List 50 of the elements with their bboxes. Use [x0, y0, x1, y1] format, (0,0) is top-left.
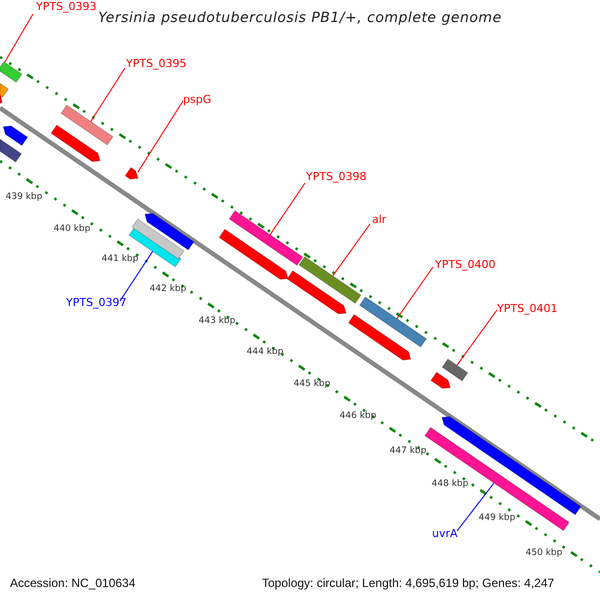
scale-label: 440 kbp — [54, 225, 90, 234]
gene-label: alr — [372, 214, 386, 225]
footer-text: Topology: circular; Length: 4,695,619 bp; Genes: 4,247 — [262, 577, 554, 589]
gene-feature — [442, 358, 468, 382]
scale-label: 449 kbp — [478, 514, 516, 523]
footer-text: Accession: NC_010634 — [10, 577, 136, 589]
leader-line — [120, 250, 154, 302]
scale-label: 447 kbp — [390, 447, 426, 456]
leader-line — [456, 310, 498, 366]
gene-feature — [348, 314, 412, 361]
scale-label: 439 kbp — [6, 193, 42, 202]
gene-label: YPTS_0398 — [306, 171, 367, 182]
gene-feature — [430, 372, 451, 389]
scale-label: 450 kbp — [526, 549, 562, 558]
title: Yersinia pseudotuberculosis PB1/+, complete genome — [97, 10, 503, 26]
gene-feature — [144, 212, 194, 250]
gene-feature — [0, 94, 3, 104]
gene-feature — [124, 166, 139, 180]
scale-label: 444 kbp — [246, 348, 284, 357]
scale-label: 441 kbp — [102, 255, 138, 264]
gene-label: YPTS_0397 — [66, 297, 127, 308]
gene-feature — [218, 228, 289, 280]
gene-feature — [298, 256, 362, 304]
leader-line — [332, 224, 370, 276]
gene-feature — [286, 270, 347, 314]
gene-label: YPTS_0401 — [497, 303, 558, 314]
gene-feature — [60, 104, 114, 146]
gene-feature — [2, 125, 28, 146]
gene-feature — [228, 210, 304, 266]
leader-line — [137, 100, 184, 173]
scale-label: 446 kbp — [340, 412, 376, 421]
gene-label: YPTS_0393 — [36, 1, 97, 12]
leader-line — [270, 182, 306, 236]
scale-label: 448 kbp — [432, 480, 468, 489]
gene-feature — [50, 124, 101, 162]
gene-label: uvrA — [432, 528, 458, 539]
gene-feature — [0, 82, 9, 98]
gene-feature — [359, 296, 427, 348]
scale-label: 445 kbp — [294, 380, 330, 389]
gene-feature — [0, 138, 22, 163]
leader-line — [396, 266, 434, 320]
scale-label: 442 kbp — [150, 285, 186, 294]
leader-line — [90, 68, 126, 122]
leader-line — [4, 14, 34, 63]
gene-label: YPTS_0395 — [126, 58, 187, 69]
scale-label: 443 kbp — [198, 317, 236, 326]
leader-line — [456, 482, 494, 532]
gene-feature — [0, 61, 22, 83]
gene-label: pspG — [183, 94, 212, 105]
gene-label: YPTS_0400 — [435, 259, 496, 270]
